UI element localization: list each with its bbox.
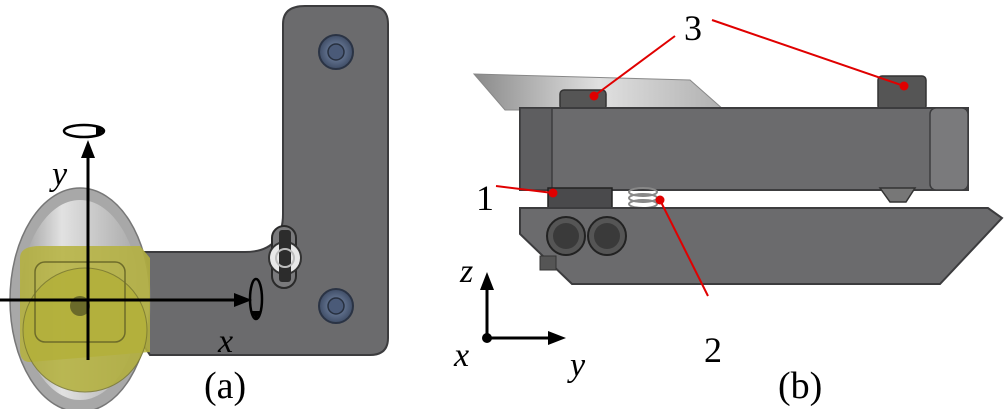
axis-x-label-b: x xyxy=(453,337,469,374)
callout-dots xyxy=(548,81,909,205)
callout-1: 1 xyxy=(476,178,494,218)
bolt-top xyxy=(318,34,354,70)
rotation-y-icon xyxy=(62,123,106,139)
axis-y-label-b: y xyxy=(567,347,586,384)
upper-bar xyxy=(519,107,969,191)
panel-a: y x (a) xyxy=(0,5,389,409)
screw-tip xyxy=(878,187,917,203)
lower-wedge xyxy=(519,207,1004,285)
bolt-bottom xyxy=(318,288,354,324)
axis-y-arrow xyxy=(81,140,95,360)
screw-top-right xyxy=(877,75,927,111)
tube-left xyxy=(546,216,586,256)
callout-lines xyxy=(495,19,905,297)
spring-clip xyxy=(268,225,302,289)
tube-right xyxy=(587,216,627,256)
axis-x-dot xyxy=(482,333,492,343)
rotation-x-icon xyxy=(248,277,264,321)
caption-b: (b) xyxy=(778,365,822,407)
axis-y-arrow-b xyxy=(487,331,566,345)
axis-x-label: x xyxy=(217,323,233,360)
axis-z-label: z xyxy=(459,253,473,290)
callout-2: 2 xyxy=(704,330,722,370)
axis-y-label: y xyxy=(49,156,68,193)
callout-3: 3 xyxy=(684,8,702,48)
caption-a: (a) xyxy=(204,365,246,407)
axis-x-arrow xyxy=(0,293,252,307)
panel-b: 3 1 2 z y x (b) xyxy=(453,8,1004,407)
axis-z-arrow xyxy=(480,272,494,338)
spacer-1 xyxy=(547,187,613,211)
